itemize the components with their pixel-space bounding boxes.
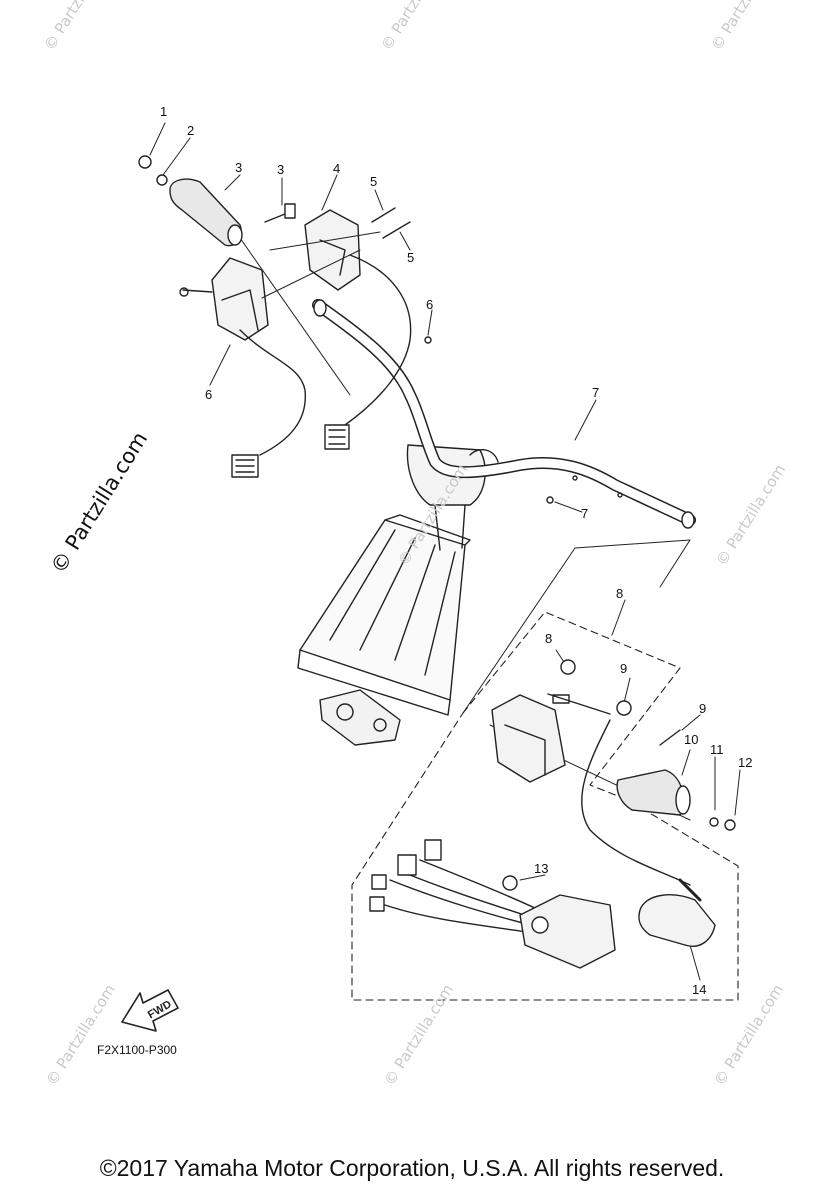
callout-7: 11 <box>710 742 724 757</box>
figure-code: F2X1100-P300 <box>97 1043 177 1057</box>
right-grip <box>616 729 736 831</box>
callout-6: 1 <box>160 104 168 119</box>
callout-8: 9 <box>699 701 707 716</box>
callout-5: 10 <box>684 732 699 747</box>
handlebar <box>312 299 696 529</box>
callout-3: 5 <box>407 250 415 265</box>
leader-lines-upper <box>149 122 597 513</box>
lower-switch-parts <box>502 875 716 969</box>
callout-11: 14 <box>692 982 707 997</box>
callout-1: 6 <box>205 387 213 402</box>
callout-12: 8 <box>545 631 553 646</box>
callout-9: 7 <box>581 506 589 521</box>
copyright-footer: ©2017 Yamaha Motor Corporation, U.S.A. A… <box>99 1155 725 1181</box>
callout-5: 3 <box>235 160 243 175</box>
callout-8: 3 <box>277 162 285 177</box>
bolts-upper <box>264 203 554 504</box>
callout-10: 8 <box>616 586 624 601</box>
callout-2: 4 <box>333 161 341 176</box>
left-grip <box>138 155 243 247</box>
callout-9: 6 <box>426 297 434 312</box>
fwd-arrow <box>121 989 179 1032</box>
left-switch-assembly <box>179 257 306 478</box>
right-switch-housing <box>491 659 632 783</box>
steering-column <box>297 444 499 746</box>
callout-6: 12 <box>738 755 753 770</box>
callout-14: 13 <box>534 861 549 876</box>
assembly-boundary <box>351 611 739 1001</box>
callout-7: 2 <box>187 123 195 138</box>
callout-4: 7 <box>592 385 600 400</box>
callout-3: 5 <box>370 174 378 189</box>
callout-13: 9 <box>620 661 628 676</box>
